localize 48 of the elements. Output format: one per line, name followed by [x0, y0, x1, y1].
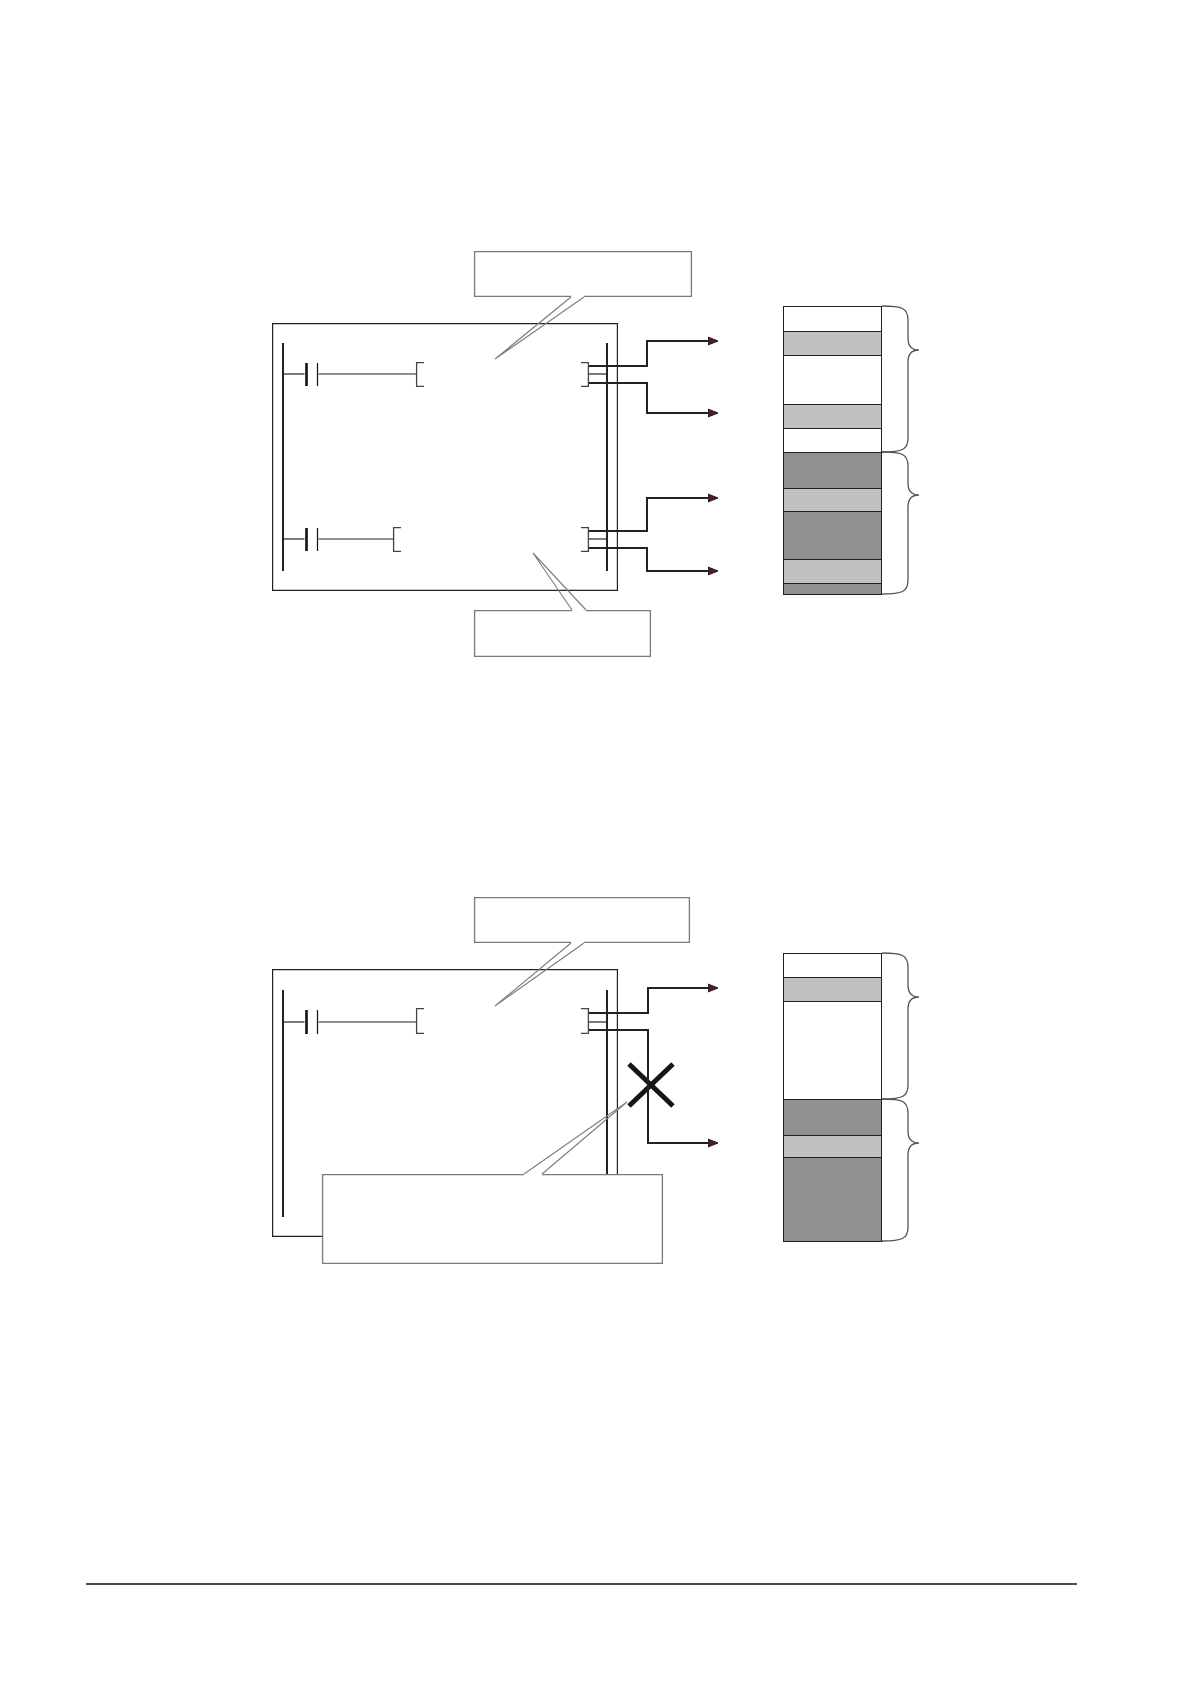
memory-band — [783, 559, 882, 584]
memory-band — [783, 1157, 882, 1242]
rung-wire — [588, 373, 607, 375]
arrow — [588, 547, 719, 576]
memory-band — [783, 953, 882, 978]
rung-wire — [317, 1021, 417, 1023]
arrow — [588, 983, 719, 1014]
leader-line — [494, 296, 585, 360]
memory-band — [783, 488, 882, 512]
memory-band — [783, 452, 882, 489]
cross-mark — [627, 1062, 675, 1108]
leader-line — [494, 942, 585, 1007]
callout-tooltip — [474, 610, 651, 657]
rung-wire — [588, 1021, 607, 1023]
ladder-program-box — [272, 969, 618, 1237]
callout-tooltip — [474, 897, 690, 943]
memory-band — [783, 1135, 882, 1158]
memory-band — [783, 583, 882, 595]
memory-band — [783, 511, 882, 560]
memory-band — [783, 1001, 882, 1100]
memory-band — [783, 1099, 882, 1136]
arrow — [588, 1029, 719, 1148]
arrow — [588, 336, 719, 367]
rung-wire — [317, 538, 394, 540]
arrow — [588, 382, 719, 418]
arrow — [588, 493, 719, 532]
callout-tooltip — [322, 1174, 663, 1264]
memory-band — [783, 355, 882, 405]
contact-symbol — [304, 363, 319, 386]
memory-band — [783, 428, 882, 453]
rung-wire — [282, 538, 306, 540]
instruction-brackets — [393, 527, 589, 552]
rung-wire — [282, 373, 306, 375]
callout-tooltip — [474, 251, 692, 297]
leader-line — [523, 1101, 628, 1175]
contact-symbol — [304, 1010, 319, 1034]
memory-band — [783, 404, 882, 429]
ladder-program-box — [272, 323, 618, 591]
leader-line — [532, 552, 587, 611]
rung-wire — [317, 373, 417, 375]
contact-symbol — [304, 528, 319, 551]
rung-wire — [282, 1021, 306, 1023]
rung-wire — [588, 538, 607, 540]
memory-band — [783, 331, 882, 356]
instruction-brackets — [416, 362, 589, 387]
instruction-brackets — [416, 1008, 589, 1034]
memory-band — [783, 306, 882, 332]
memory-band — [783, 977, 882, 1002]
